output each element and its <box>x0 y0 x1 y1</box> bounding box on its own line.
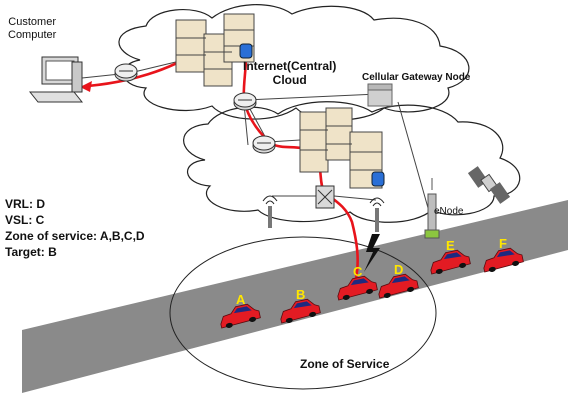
car-letter-f: F <box>499 236 507 251</box>
enode-tower-icon <box>424 178 440 239</box>
car-letter-a: A <box>236 292 246 307</box>
roadside-antenna-icon <box>262 195 278 228</box>
customer-computer-icon <box>28 56 84 103</box>
car-letter-e: E <box>446 238 455 253</box>
roadside-antenna-icon <box>369 197 385 232</box>
enode-label: eNode <box>434 206 464 217</box>
road <box>22 200 568 393</box>
car-f <box>483 247 524 273</box>
customer-computer-label: Customer Computer <box>8 16 57 41</box>
router-icon <box>252 135 276 154</box>
database-icon <box>239 43 253 59</box>
path-arrowhead <box>80 81 92 92</box>
cars: A B C D E F <box>220 236 524 329</box>
car-b <box>280 298 321 324</box>
car-d <box>378 273 419 299</box>
car-a <box>220 303 261 329</box>
database-icon <box>371 171 385 187</box>
edge-cloud <box>183 101 521 223</box>
info-target: Target: B <box>5 245 57 259</box>
info-vrl: VRL: D <box>5 197 45 211</box>
internet-cloud-label: Internet(Central) Cloud <box>243 59 337 87</box>
edge-server-icon <box>299 107 383 189</box>
edge-switch-icon <box>315 185 335 209</box>
car-c <box>337 275 378 301</box>
cellular-gateway-icon <box>367 83 393 107</box>
car-letter-c: C <box>353 264 363 279</box>
internet-cloud <box>118 4 470 121</box>
router-icon <box>233 92 257 111</box>
zone-of-service-label: Zone of Service <box>300 357 390 371</box>
info-vsl: VSL: C <box>5 213 45 227</box>
car-letter-d: D <box>394 262 403 277</box>
router-icon <box>114 63 138 82</box>
car-e <box>430 249 471 275</box>
wireless-bolt-icon <box>364 234 380 272</box>
satellite-icon <box>467 166 511 204</box>
cellular-gateway-label: Cellular Gateway Node <box>362 72 471 83</box>
car-letter-b: B <box>296 287 305 302</box>
zone-of-service-ellipse <box>169 236 437 390</box>
info-zone-of-service: Zone of service: A,B,C,D <box>5 229 145 243</box>
